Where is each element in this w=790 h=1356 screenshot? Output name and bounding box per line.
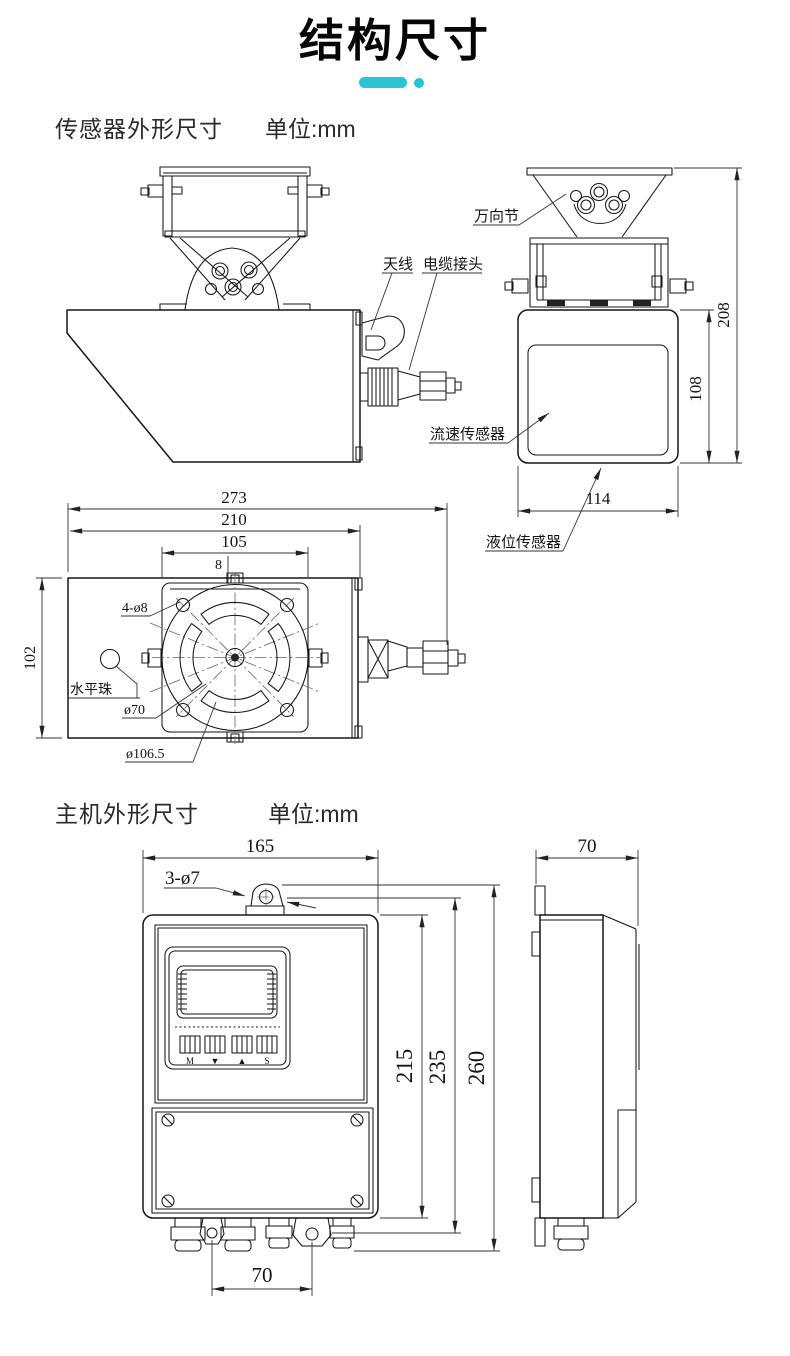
host-section-heading: 主机外形尺寸	[55, 801, 199, 827]
cable-joint-label: 电缆接头	[423, 256, 483, 273]
dim-273: 273	[221, 488, 247, 507]
sensor-side-view: 天线 电缆接头	[66, 166, 483, 463]
cable-glands	[170, 1217, 355, 1252]
dim-114: 114	[586, 489, 611, 508]
host-holes-label: 3-ø7	[165, 868, 200, 889]
key-down: ▼	[211, 1056, 220, 1066]
title-accent-bar	[359, 77, 407, 88]
key-up: ▲	[238, 1056, 247, 1066]
dim-8: 8	[215, 558, 222, 573]
dim-102: 102	[22, 646, 39, 670]
host-front-view: 165 3-ø7	[142, 836, 500, 1296]
level-sensor-label: 液位传感器	[486, 534, 561, 551]
display-vents	[178, 973, 276, 1010]
sensor-section-heading: 传感器外形尺寸	[55, 116, 223, 142]
host-unit-label: 单位:mm	[268, 801, 359, 827]
mount-holes-label: 4-ø8	[122, 601, 148, 616]
key-set: S	[264, 1056, 269, 1066]
velocity-sensor-label: 流速传感器	[430, 426, 505, 443]
sensor-unit-label: 单位:mm	[265, 116, 356, 142]
cover-screws	[161, 1113, 364, 1208]
host-side-view: 70	[531, 836, 640, 1251]
dim-165: 165	[246, 836, 275, 857]
slot-circle-dia-label: ø70	[124, 703, 145, 718]
dim-215: 215	[392, 1049, 417, 1084]
level-bead-label: 水平珠	[70, 682, 112, 698]
title-accent-dot	[414, 78, 424, 88]
sensor-front-view: 108 208 114 万向节 流速传感器 液位传感器	[429, 167, 742, 552]
sensor-top-view: 水平珠 4-ø8 ø70 ø106.5 273 210 105	[22, 488, 466, 763]
dim-70-glands: 70	[252, 1263, 273, 1287]
keypad: M ▼ ▲ S	[179, 1035, 278, 1066]
dim-210: 210	[221, 510, 247, 529]
dim-70-depth: 70	[578, 836, 597, 857]
dim-105: 105	[221, 532, 247, 551]
dim-235: 235	[425, 1050, 450, 1085]
dim-260: 260	[464, 1051, 489, 1086]
dim-208: 208	[714, 302, 733, 328]
antenna-label: 天线	[383, 256, 413, 273]
dim-108: 108	[686, 376, 705, 402]
universal-joint-label: 万向节	[474, 208, 519, 225]
page-title: 结构尺寸	[298, 15, 491, 66]
key-menu: M	[186, 1056, 194, 1066]
flange-dia-label: ø106.5	[126, 747, 165, 762]
